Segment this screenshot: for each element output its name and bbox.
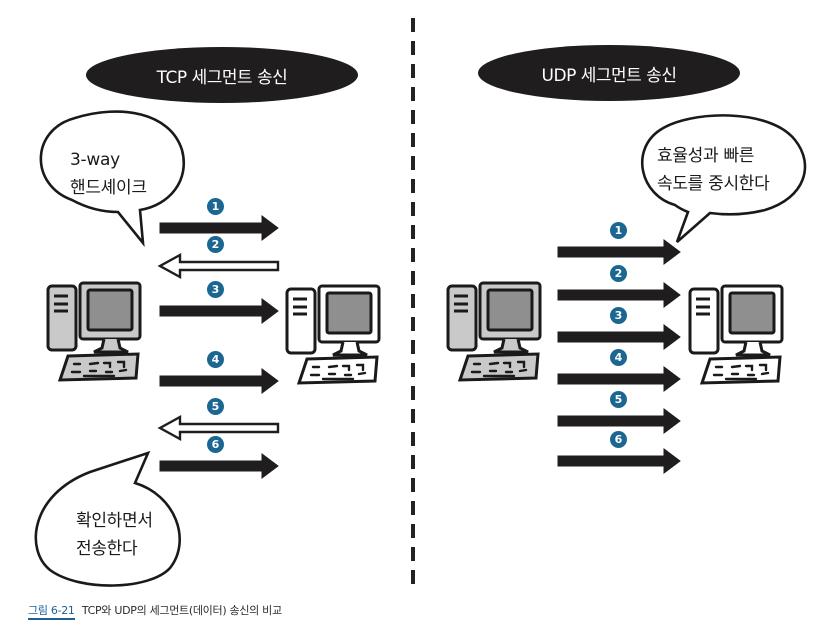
tcp-top-speech-bubble — [39, 110, 185, 248]
tcp-step-6-arrow-right — [159, 453, 279, 479]
tcp-step-4-badge: 4 — [207, 351, 224, 368]
udp-step-3-badge: 3 — [610, 307, 627, 324]
section-divider — [411, 18, 415, 586]
udp-step-3-arrow-right — [557, 324, 681, 350]
udp-top-bubble-text: 효율성과 빠른 속도를 중시한다 — [657, 142, 770, 198]
tcp-step-3-badge: 3 — [207, 281, 224, 298]
tcp-step-2-arrow-left — [157, 252, 280, 280]
tcp-step-3-arrow-right — [159, 298, 279, 324]
tcp-step-5-badge: 5 — [207, 398, 224, 415]
tcp-title-pill: TCP 세그먼트 송신 — [86, 47, 358, 103]
udp-client-computer-icon — [446, 281, 542, 382]
tcp-bottom-bubble-line-1: 확인하면서 — [76, 511, 153, 531]
udp-step-4-badge: 4 — [610, 349, 627, 366]
tcp-bottom-speech-bubble — [34, 450, 181, 587]
tcp-top-bubble-line-2: 핸드셰이크 — [70, 178, 147, 198]
tcp-title: TCP 세그먼트 송신 — [156, 67, 288, 88]
udp-step-6-arrow-right — [557, 448, 681, 474]
udp-top-bubble-line-1: 효율성과 빠른 — [657, 146, 755, 166]
tcp-bottom-bubble-line-2: 전송한다 — [76, 539, 138, 559]
udp-step-6-badge: 6 — [610, 431, 627, 448]
udp-step-1-badge: 1 — [610, 222, 627, 239]
tcp-step-6-badge: 6 — [207, 436, 224, 453]
tcp-client-computer-icon — [46, 281, 142, 382]
udp-step-2-arrow-right — [557, 282, 681, 308]
tcp-server-computer-icon — [285, 284, 381, 385]
tcp-step-1-badge: 1 — [207, 198, 224, 215]
udp-top-speech-bubble — [641, 114, 807, 243]
tcp-top-bubble-line-1: 3-way — [70, 150, 120, 170]
figure-caption-text: TCP와 UDP의 세그먼트(데이터) 송신의 비교 — [81, 604, 282, 617]
tcp-step-2-badge: 2 — [207, 236, 224, 253]
figure-label: 그림 6-21 — [28, 604, 75, 620]
tcp-step-4-arrow-right — [159, 368, 279, 394]
udp-step-2-badge: 2 — [610, 265, 627, 282]
udp-step-5-badge: 5 — [610, 391, 627, 408]
udp-step-4-arrow-right — [557, 366, 681, 392]
tcp-step-5-arrow-left — [157, 414, 280, 442]
figure-caption: 그림 6-21 TCP와 UDP의 세그먼트(데이터) 송신의 비교 — [28, 602, 282, 620]
udp-step-1-arrow-right — [557, 239, 681, 265]
tcp-bottom-bubble-text: 확인하면서 전송한다 — [76, 507, 153, 563]
udp-top-bubble-line-2: 속도를 중시한다 — [657, 174, 770, 194]
tcp-step-1-arrow-right — [159, 215, 279, 241]
tcp-top-bubble-text: 3-way 핸드셰이크 — [70, 146, 147, 202]
udp-step-5-arrow-right — [557, 408, 681, 434]
udp-server-computer-icon — [688, 284, 784, 385]
udp-title: UDP 세그먼트 송신 — [541, 65, 677, 86]
udp-title-pill: UDP 세그먼트 송신 — [478, 45, 740, 101]
